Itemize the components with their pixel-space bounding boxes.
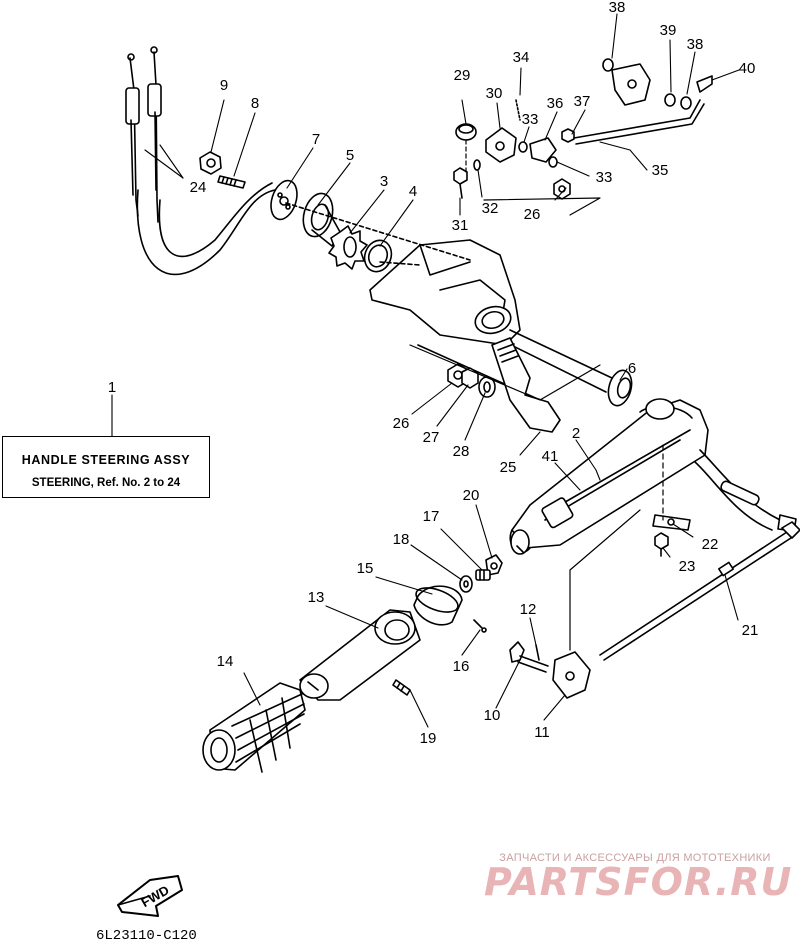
callout-23: 23 [679,558,696,575]
bushing-5 [302,192,341,247]
collar-15 [413,585,463,626]
callout-17: 17 [423,508,440,525]
callout-28: 28 [453,443,470,460]
washer-39 [664,93,676,107]
callout-15: 15 [357,560,374,577]
nut-37 [561,128,575,143]
assembly-guide-lines [409,344,664,651]
callout-1: 1 [108,379,116,396]
callout-10: 10 [484,707,501,724]
callout-13: 13 [308,589,325,606]
callout-38-right: 38 [687,36,704,53]
spring-17 [475,569,491,581]
callout-30: 30 [486,85,503,102]
callout-41: 41 [542,448,559,465]
cap-29 [455,123,477,141]
callout-labels: 1 2 3 4 5 6 7 8 9 10 11 12 13 14 15 16 1… [108,0,759,747]
callout-24: 24 [190,179,207,196]
callout-35: 35 [652,162,669,179]
lever-block-30 [485,127,517,163]
plate-7 [270,179,298,221]
legend-title: HANDLE STEERING ASSY [21,453,191,467]
washer-32 [473,159,481,171]
callout-29: 29 [454,67,471,84]
ring-4 [363,239,393,273]
callout-39: 39 [660,22,677,39]
rod-35 [573,99,705,145]
callout-19: 19 [420,730,437,747]
wave-washer-3 [328,225,368,270]
callout-4: 4 [409,183,417,200]
steering-handle-2 [509,398,709,555]
callout-5: 5 [346,147,354,164]
link-bar-40 [696,75,713,93]
washer-38-left [602,58,614,72]
callout-40: 40 [739,60,756,77]
callout-11: 11 [534,724,550,741]
nut-9 [199,151,222,175]
callout-12: 12 [520,601,537,618]
callout-21: 21 [742,622,759,639]
grip-14 [202,682,306,773]
watermark-logo: PARTSFOR.RU [484,860,793,904]
assembly-legend-box: HANDLE STEERING ASSY STEERING, Ref. No. … [2,436,210,498]
callout-25: 25 [500,459,517,476]
bracket-dash-lines [465,139,601,216]
callout-33-upper: 33 [522,111,539,128]
callout-3: 3 [380,173,388,190]
washer-18 [459,575,473,593]
fwd-arrow-icon [117,875,183,917]
leader-lines [111,13,740,728]
friction-block-11 [552,651,591,699]
bracket-plate-40 [611,63,651,106]
callout-33-lower: 33 [596,169,613,186]
screw-16 [473,619,487,633]
pin-12 [535,644,540,661]
callout-26-upper: 26 [524,206,541,223]
legend-subtitle: STEERING, Ref. No. 2 to 24 [31,477,181,489]
nut-27 [461,367,479,389]
callout-16: 16 [453,658,470,675]
rod-21 [599,521,800,661]
callout-34: 34 [513,49,530,66]
handle-cables [694,449,797,532]
callout-2: 2 [572,425,580,442]
steering-bracket-housing [285,202,521,346]
callout-32: 32 [482,200,499,217]
callout-14: 14 [217,653,234,670]
callout-20: 20 [463,487,480,504]
bolt-23 [654,532,669,557]
screw-19 [392,679,411,696]
callout-31: 31 [452,217,469,234]
nut-26-upper [553,178,571,200]
plate-22 [652,514,691,531]
bolt-10 [509,641,549,673]
friction-lever-25 [491,337,561,433]
callout-18: 18 [393,531,410,548]
callout-36: 36 [547,95,564,112]
washer-33-upper [518,141,528,153]
callout-8: 8 [251,95,259,112]
callout-6: 6 [628,360,636,377]
throttle-cables [125,46,276,276]
callout-9: 9 [220,77,228,94]
throttle-shaft-13 [299,609,421,701]
callout-27: 27 [423,429,440,446]
diagram-code: 6L23110-C120 [96,928,197,944]
callout-7: 7 [312,131,320,148]
callout-38-left: 38 [609,0,626,16]
washer-6 [607,369,633,407]
callout-22: 22 [702,536,719,553]
washer-38-right [680,96,692,110]
bolt-31 [453,167,468,199]
callout-26-lower: 26 [393,415,410,432]
washer-33-lower [548,156,558,168]
callout-37: 37 [574,93,591,110]
pin-34 [515,99,521,121]
watermark-tagline: ЗАПЧАСТИ И АКСЕССУАРЫ ДЛЯ МОТОТЕХНИКИ [499,852,771,864]
stud-8 [217,175,246,189]
